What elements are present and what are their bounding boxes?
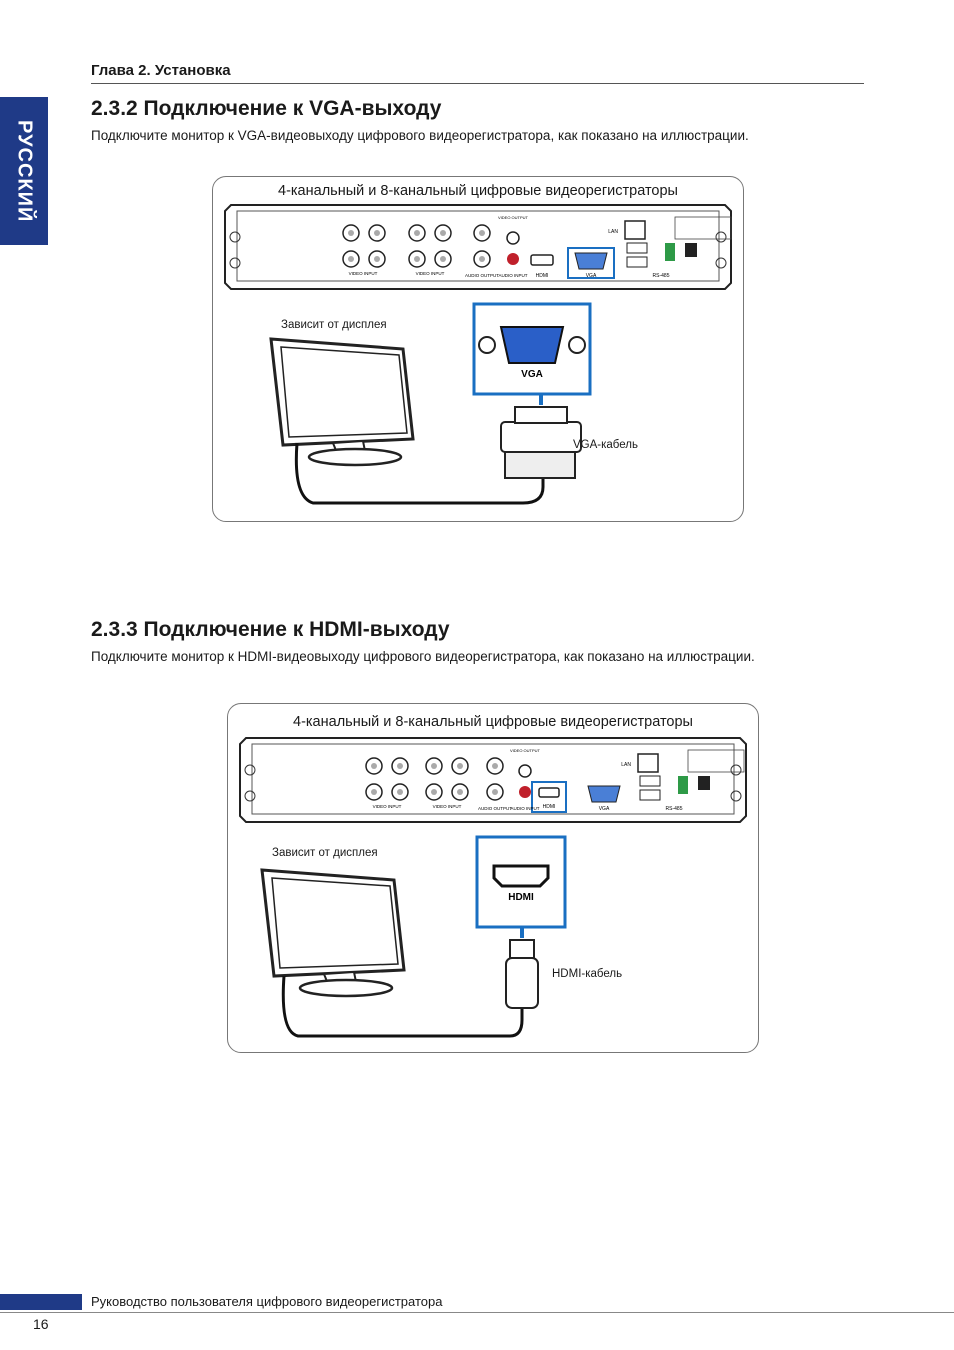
vga-instructions: Подключите монитор к VGA-видеовыходу циф… xyxy=(91,128,749,143)
vga-cable-label: VGA-кабель xyxy=(573,439,638,451)
header-rule xyxy=(91,83,864,84)
video-input-label-3: VIDEO INPUT xyxy=(373,804,402,809)
hdmi-monitor-label: Зависит от дисплея xyxy=(272,847,378,859)
language-tab-label: РУССКИЙ xyxy=(13,119,36,223)
hdmi-figure-title: 4-канальный и 8-канальный цифровые видео… xyxy=(293,714,693,730)
vga-figure: 4-канальный и 8-канальный цифровые видео… xyxy=(212,176,744,522)
chapter-title: Глава 2. Установка xyxy=(91,62,231,79)
hdmi-port-label-2: HDMI xyxy=(543,804,556,810)
dvr-rear-panel-2: VIDEO INPUT VIDEO INPUT VIDEO OUTPUT AUD… xyxy=(239,737,747,823)
hdmi-cable-label: HDMI-кабель xyxy=(552,968,623,980)
vga-port-label-2: VGA xyxy=(599,806,610,812)
hdmi-heading: 2.3.3 Подключение к HDMI-выходу xyxy=(91,618,450,641)
video-output-label-2: VIDEO OUTPUT xyxy=(510,748,541,753)
video-input-label-2: VIDEO INPUT xyxy=(416,271,445,276)
hdmi-connector-zoom: HDMI xyxy=(475,835,567,929)
vga-monitor-label: Зависит от дисплея xyxy=(281,319,387,331)
page-number: 16 xyxy=(33,1316,49,1332)
footer-bar xyxy=(0,1294,82,1310)
dvr-rear-panel: VIDEO INPUT VIDEO INPUT VIDEO OUTPUT AUD… xyxy=(224,204,732,290)
hdmi-instructions: Подключите монитор к HDMI-видеовыходу ци… xyxy=(91,649,755,664)
vga-connector-zoom: VGA xyxy=(472,302,592,396)
hdmi-port-label: HDMI xyxy=(536,273,549,279)
video-input-label: VIDEO INPUT xyxy=(349,271,378,276)
language-tab: РУССКИЙ xyxy=(0,97,48,245)
vga-figure-title: 4-канальный и 8-канальный цифровые видео… xyxy=(278,183,678,199)
audio-output-label-2: AUDIO OUTPUT xyxy=(478,806,512,811)
vga-connector-label: VGA xyxy=(521,369,543,380)
rs485-port-label-2: RS-485 xyxy=(666,806,683,812)
hdmi-connector-label: HDMI xyxy=(508,892,534,903)
lan-port-label: LAN xyxy=(608,229,618,235)
rs485-port-label: RS-485 xyxy=(653,273,670,279)
footer-rule xyxy=(0,1312,954,1313)
vga-monitor-illustration xyxy=(269,337,582,505)
lan-port-label-2: LAN xyxy=(621,762,631,768)
video-output-label: VIDEO OUTPUT xyxy=(498,215,529,220)
vga-port-label: VGA xyxy=(586,273,597,279)
hdmi-figure: 4-канальный и 8-канальный цифровые видео… xyxy=(227,703,759,1053)
audio-output-label: AUDIO OUTPUT xyxy=(465,273,499,278)
vga-heading: 2.3.2 Подключение к VGA-выходу xyxy=(91,97,442,120)
footer-title: Руководство пользователя цифрового видео… xyxy=(91,1294,443,1309)
audio-input-label: AUDIO INPUT xyxy=(498,273,527,278)
audio-input-label-2: AUDIO INPUT xyxy=(510,806,539,811)
video-input-label-4: VIDEO INPUT xyxy=(433,804,462,809)
